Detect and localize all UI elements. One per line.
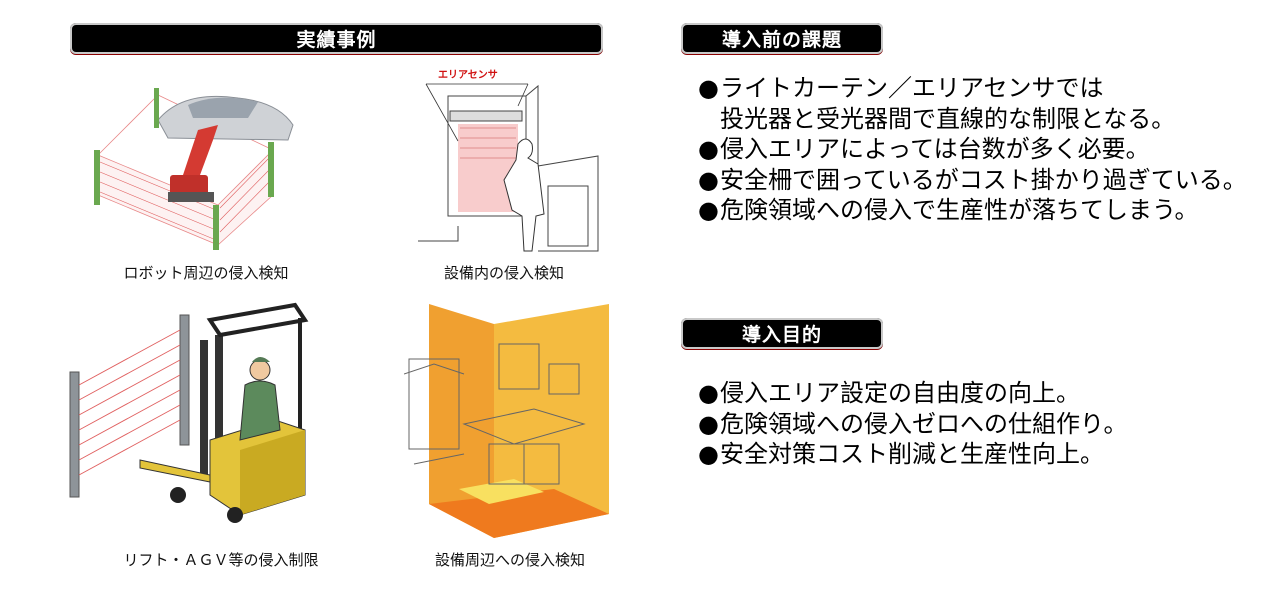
list-item: ●侵入エリア設定の自由度の向上。: [698, 378, 1128, 409]
issues-list: ●ライトカーテン／エリアセンサでは 投光器と受光器間で直線的な制限となる。 ●侵…: [698, 73, 1247, 226]
list-item-text: ライトカーテン／エリアセンサでは: [720, 74, 1104, 102]
purpose-list: ●侵入エリア設定の自由度の向上。 ●危険領域への侵入ゼロへの仕組作り。 ●安全対…: [698, 378, 1128, 470]
bullet-dot: ●: [698, 440, 719, 468]
cases-header-title: 実績事例: [296, 29, 377, 51]
list-item-text: 侵入エリアによっては台数が多く必要。: [720, 135, 1150, 163]
bullet-dot: ●: [698, 135, 719, 163]
list-item: ●危険領域への侵入ゼロへの仕組作り。: [698, 409, 1128, 440]
list-item: ●侵入エリアによっては台数が多く必要。: [698, 134, 1247, 165]
list-item: ●安全対策コスト削減と生産性向上。: [698, 439, 1128, 470]
case-caption-equipment: 設備内の侵入検知: [443, 264, 564, 282]
list-item-text: 安全対策コスト削減と生産性向上。: [720, 440, 1104, 468]
case-caption-zone: 設備周辺への侵入検知: [434, 551, 585, 569]
issues-header: 導入前の課題: [681, 23, 883, 54]
list-item: ●危険領域への侵入で生産性が落ちてしまう。: [698, 195, 1247, 226]
issues-header-title: 導入前の課題: [721, 29, 842, 51]
list-item-text: 危険領域への侵入で生産性が落ちてしまう。: [720, 196, 1199, 224]
equipment-zone-illustration: [404, 304, 609, 538]
bullet-dot: ●: [698, 379, 719, 407]
purpose-header: 導入目的: [681, 318, 883, 349]
bullet-dot: ●: [698, 196, 719, 224]
list-item: 投光器と受光器間で直線的な制限となる。: [698, 104, 1247, 135]
case-caption-robot: ロボット周辺の侵入検知: [123, 264, 289, 282]
robot-light-curtain-illustration: [94, 88, 294, 250]
list-item-text: 危険領域への侵入ゼロへの仕組作り。: [720, 409, 1128, 438]
area-sensor-label: エリアセンサ: [438, 69, 498, 81]
case-caption-forklift: リフト・ＡＧＶ等の侵入制限: [123, 551, 319, 569]
bullet-dot: ●: [698, 74, 719, 102]
list-item-text: 安全柵で囲っているがコスト掛かり過ぎている。: [720, 165, 1247, 194]
list-item: ●安全柵で囲っているがコスト掛かり過ぎている。: [698, 165, 1247, 196]
list-item: ●ライトカーテン／エリアセンサでは: [698, 73, 1247, 104]
equipment-area-sensor-illustration: エリアセンサ: [418, 69, 599, 252]
forklift-light-curtain-illustration: [69, 302, 309, 523]
bullet-dot: ●: [698, 409, 719, 438]
list-item-text: 投光器と受光器間で直線的な制限となる。: [720, 104, 1176, 133]
bullet-dot: ●: [698, 165, 719, 194]
list-item-text: 侵入エリア設定の自由度の向上。: [720, 379, 1080, 407]
cases-header: 実績事例: [70, 23, 603, 54]
purpose-header-title: 導入目的: [741, 324, 822, 346]
